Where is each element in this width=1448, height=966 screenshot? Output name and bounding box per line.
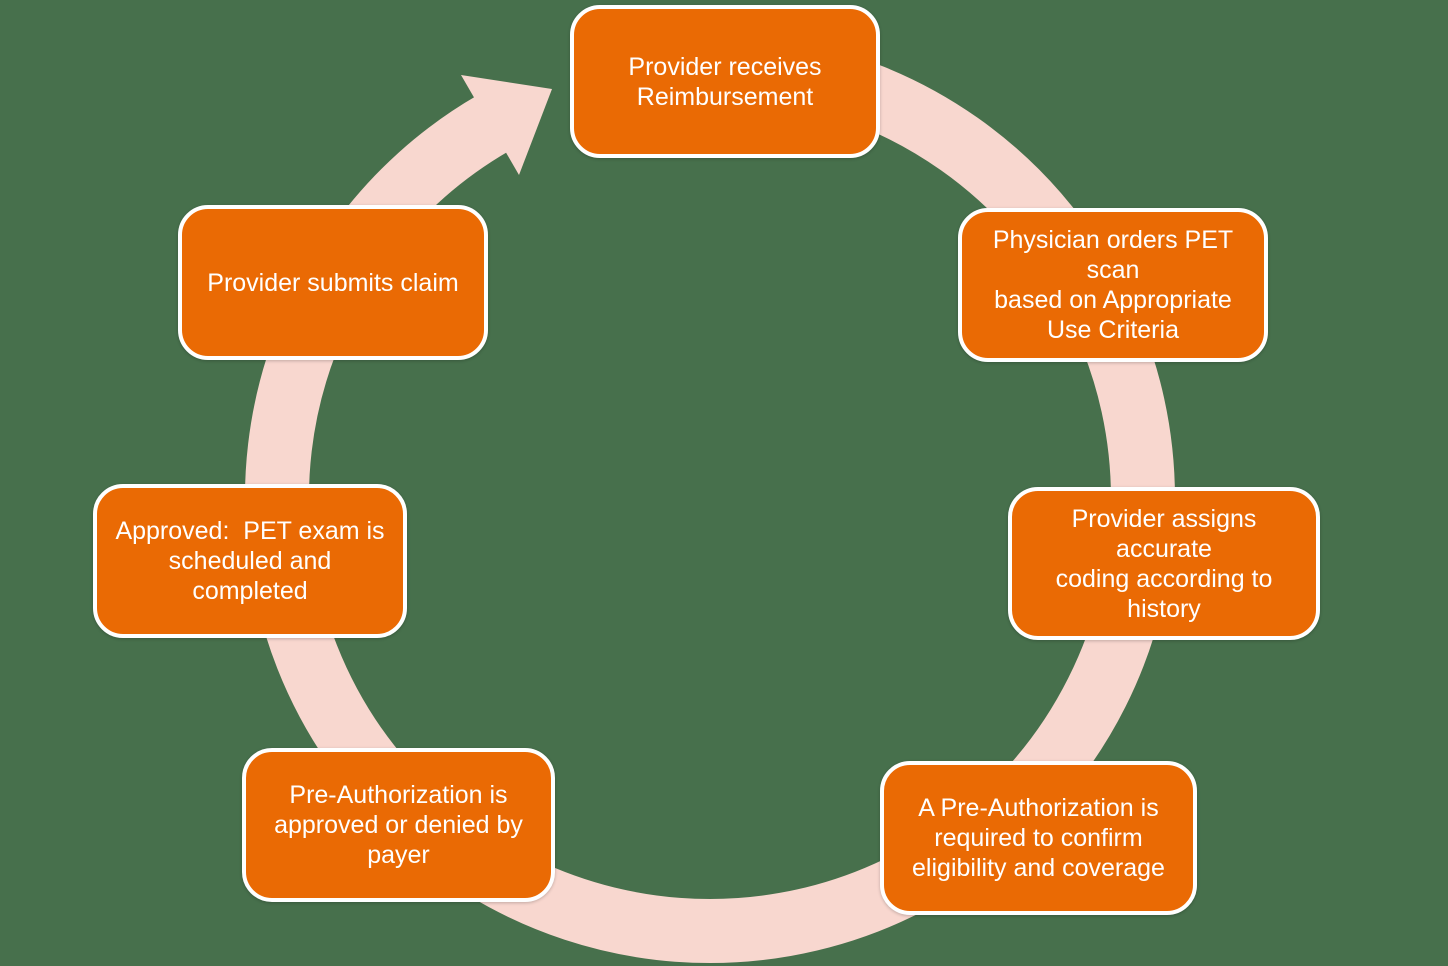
node-label: A Pre-Authorization is required to confi… — [912, 794, 1165, 882]
node-label: Approved: PET exam is scheduled and comp… — [115, 517, 385, 605]
node-physician-orders-pet-scan: Physician orders PET scan based on Appro… — [958, 208, 1268, 362]
node-provider-assigns-coding: Provider assigns accurate coding accordi… — [1008, 487, 1320, 640]
node-label: Pre-Authorization is approved or denied … — [274, 781, 523, 869]
node-label: Provider assigns accurate coding accordi… — [1055, 504, 1273, 623]
node-approved-pet-exam-scheduled: Approved: PET exam is scheduled and comp… — [93, 484, 407, 638]
node-provider-receives-reimbursement: Provider receives Reimbursement — [570, 5, 880, 158]
node-provider-submits-claim: Provider submits claim — [178, 205, 488, 360]
node-pre-authorization-required: A Pre-Authorization is required to confi… — [880, 761, 1197, 915]
node-label: Provider receives Reimbursement — [628, 52, 822, 111]
node-label: Provider submits claim — [207, 268, 459, 297]
node-pre-authorization-approved-denied: Pre-Authorization is approved or denied … — [242, 748, 555, 902]
node-label: Physician orders PET scan based on Appro… — [992, 226, 1234, 344]
cycle-arrow-head-icon — [461, 75, 552, 175]
